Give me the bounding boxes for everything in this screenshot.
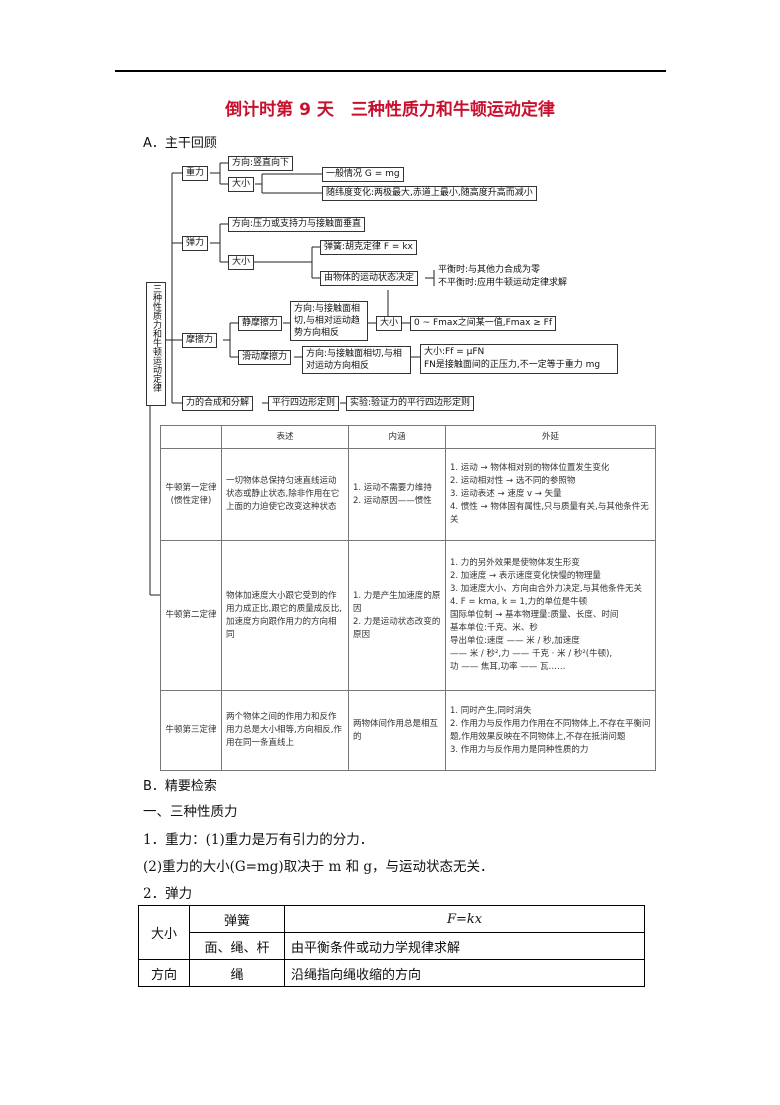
table-header-cell: 外延	[445, 425, 656, 449]
table-row: 牛顿第二定律 物体加速度大小跟它受到的作用力成正比,跟它的质量成反比,加速度方向…	[160, 540, 656, 691]
paragraph-elastic: 2．弹力	[143, 886, 193, 902]
law-statement: 两个物体之间的作用力和反作用力总是大小相等,方向相反,作用在同一条直线上	[221, 690, 349, 771]
diagram-root: 三种性质力和牛顿运动定律	[146, 282, 166, 406]
surface-label: 面、绳、杆	[189, 932, 285, 960]
law-extension-line: 3. 加速度大小、方向由合外力决定,与其他条件无关	[450, 584, 643, 594]
section-b-heading: B．精要检索	[143, 779, 217, 794]
sliding-direction: 方向:与接触面相切,与相对运动方向相反	[302, 346, 411, 374]
law-extension-line: 2. 加速度 → 表示速度变化快慢的物理量	[450, 571, 601, 581]
law-extension-line: 导出单位:速度 —— 米 / 秒,加速度	[450, 636, 580, 646]
experiment-node: 实验:验证力的平行四边形定则	[346, 396, 475, 411]
sliding-friction: 滑动摩擦力	[238, 350, 292, 365]
rope-label: 绳	[189, 959, 285, 987]
direction-header: 方向	[138, 959, 190, 987]
page-title: 倒计时第 9 天 三种性质力和牛顿运动定律	[225, 100, 555, 120]
elastic-cases: 平衡时:与其他力合成为零 不平衡时:应用牛顿运动定律求解	[438, 264, 567, 290]
law-meaning-line: 两物体间作用总是相互的	[353, 718, 439, 742]
law-extension-line: 4. F = kma, k = 1,力的单位是牛顿	[450, 597, 588, 607]
law-name: 牛顿第一定律(惯性定律)	[160, 448, 222, 541]
law-meaning: 1. 运动不需要力维持 2. 运动原因——惯性	[348, 448, 446, 541]
gravity-node: 重力	[182, 166, 209, 181]
law-statement: 一切物体总保持匀速直线运动状态或静止状态,除非作用在它上面的力迫使它改变这种状态	[221, 448, 349, 541]
elastic-spring: 弹簧:胡克定律 F = kx	[320, 240, 417, 255]
law-extension-line: 国际单位制 → 基本物理量:质量、长度、时间	[450, 610, 619, 620]
friction-node: 摩擦力	[182, 333, 218, 348]
law-extension-line: 3. 作用力与反作用力是同种性质的力	[450, 744, 589, 755]
law-extension-line: 4. 惯性 → 物体固有属性,只与质量有关,与其他条件无关	[450, 502, 649, 525]
gravity-direction: 方向:竖直向下	[228, 156, 294, 171]
sliding-note: FN是接触面间的正压力,不一定等于重力 mg	[424, 360, 601, 370]
law-statement: 物体加速度大小跟它受到的作用力成正比,跟它的质量成反比,加速度方向跟作用力的方向…	[221, 540, 349, 691]
table-header-cell: 表述	[221, 425, 349, 449]
elastic-unbalance: 不平衡时:应用牛顿运动定律求解	[438, 278, 568, 288]
table-header-row: 表述 内涵 外延	[160, 425, 656, 449]
size-header: 大小	[138, 905, 190, 960]
sliding-size: 大小:Ff = μFN	[424, 347, 485, 357]
section-a-heading: A．主干回顾	[143, 136, 217, 151]
table-row: 方向 绳 沿绳指向绳收缩的方向	[138, 959, 645, 987]
top-rule	[115, 70, 666, 72]
law-extension-line: 1. 同时产生,同时消失	[450, 705, 532, 716]
spring-formula: F=kx	[284, 905, 645, 933]
table-row: 牛顿第三定律 两个物体之间的作用力和反作用力总是大小相等,方向相反,作用在同一条…	[160, 690, 656, 771]
surface-value: 由平衡条件或动力学规律求解	[284, 932, 645, 960]
law-extension: 1. 运动 → 物体相对别的物体位置发生变化 2. 运动相对性 → 选不同的参照…	[445, 448, 656, 541]
parallelogram-rule: 平行四边形定则	[268, 396, 340, 411]
sliding-size-box: 大小:Ff = μFN FN是接触面间的正压力,不一定等于重力 mg	[420, 344, 618, 374]
law-extension-line: 1. 力的另外效果是使物体发生形变	[450, 558, 580, 568]
compose-node: 力的合成和分解	[182, 396, 254, 411]
law-meaning-line: 1. 运动不需要力维持	[353, 482, 432, 493]
static-range: 0 ~ Fmax之间某一值,Fmax ≥ Ff	[410, 316, 557, 331]
law-extension: 1. 同时产生,同时消失 2. 作用力与反作用力作用在不同物体上,不存在平衡问题…	[445, 690, 656, 771]
static-friction: 静摩擦力	[238, 316, 283, 331]
newton-laws-table: 表述 内涵 外延 牛顿第一定律(惯性定律) 一切物体总保持匀速直线运动状态或静止…	[160, 425, 656, 771]
law-extension-line: 基本单位:千克、米、秒	[450, 623, 538, 633]
table-row: 面、绳、杆 由平衡条件或动力学规律求解	[139, 932, 645, 960]
law-meaning-line: 2. 力是运动状态改变的原因	[353, 616, 441, 640]
spring-label: 弹簧	[189, 905, 285, 933]
elastic-balance: 平衡时:与其他力合成为零	[438, 265, 541, 275]
gravity-general: 一般情况 G = mg	[322, 167, 404, 182]
law-extension-line: 3. 运动表述 → 速度 v → 矢量	[450, 489, 562, 499]
elastic-node: 弹力	[182, 236, 209, 251]
elastic-size: 大小	[228, 255, 255, 270]
law-extension-line: 2. 运动相对性 → 选不同的参照物	[450, 476, 576, 486]
law-meaning-line: 1. 力是产生加速度的原因	[353, 590, 441, 614]
static-direction: 方向:与接触面相切,与相对运动趋势方向相反	[290, 301, 368, 341]
law-extension: 1. 力的另外效果是使物体发生形变 2. 加速度 → 表示速度变化快慢的物理量 …	[445, 540, 656, 691]
elastic-direction: 方向:压力或支持力与接触面垂直	[228, 217, 366, 232]
table-row: 大小 弹簧 F=kx	[138, 905, 645, 960]
gravity-latitude: 随纬度变化:两极最大,赤道上最小,随高度升高而减小	[322, 186, 537, 201]
law-extension-line: 1. 运动 → 物体相对别的物体位置发生变化	[450, 463, 610, 473]
gravity-size: 大小	[228, 177, 255, 192]
law-name: 牛顿第三定律	[160, 690, 222, 771]
law-extension-line: —— 米 / 秒²,力 —— 千克 · 米 / 秒²(牛顿),	[450, 649, 613, 659]
paragraph-gravity-2: (2)重力的大小(G=mg)取决于 m 和 g，与运动状态无关．	[143, 859, 494, 875]
law-meaning: 两物体间作用总是相互的	[348, 690, 446, 771]
table-row: 牛顿第一定律(惯性定律) 一切物体总保持匀速直线运动状态或静止状态,除非作用在它…	[160, 448, 656, 541]
rope-value: 沿绳指向绳收缩的方向	[284, 959, 645, 987]
table-header-cell: 内涵	[348, 425, 446, 449]
subsection-heading: 一、三种性质力	[143, 804, 238, 820]
paragraph-gravity-1: 1．重力：(1)重力是万有引力的分力．	[143, 832, 374, 848]
law-extension-line: 2. 作用力与反作用力作用在不同物体上,不存在平衡问题,作用效果反映在不同物体上…	[450, 718, 651, 742]
law-extension-line: 功 —— 焦耳,功率 —— 瓦……	[450, 662, 566, 672]
law-name: 牛顿第二定律	[160, 540, 222, 691]
table-header-cell	[160, 425, 222, 449]
elastic-force-table: 大小 弹簧 F=kx 面、绳、杆 由平衡条件或动力学规律求解 方向 绳 沿绳指向…	[138, 905, 645, 987]
law-meaning-line: 2. 运动原因——惯性	[353, 495, 432, 506]
static-size: 大小	[376, 316, 403, 331]
law-meaning: 1. 力是产生加速度的原因 2. 力是运动状态改变的原因	[348, 540, 446, 691]
elastic-motion: 由物体的运动状态决定	[320, 271, 419, 286]
